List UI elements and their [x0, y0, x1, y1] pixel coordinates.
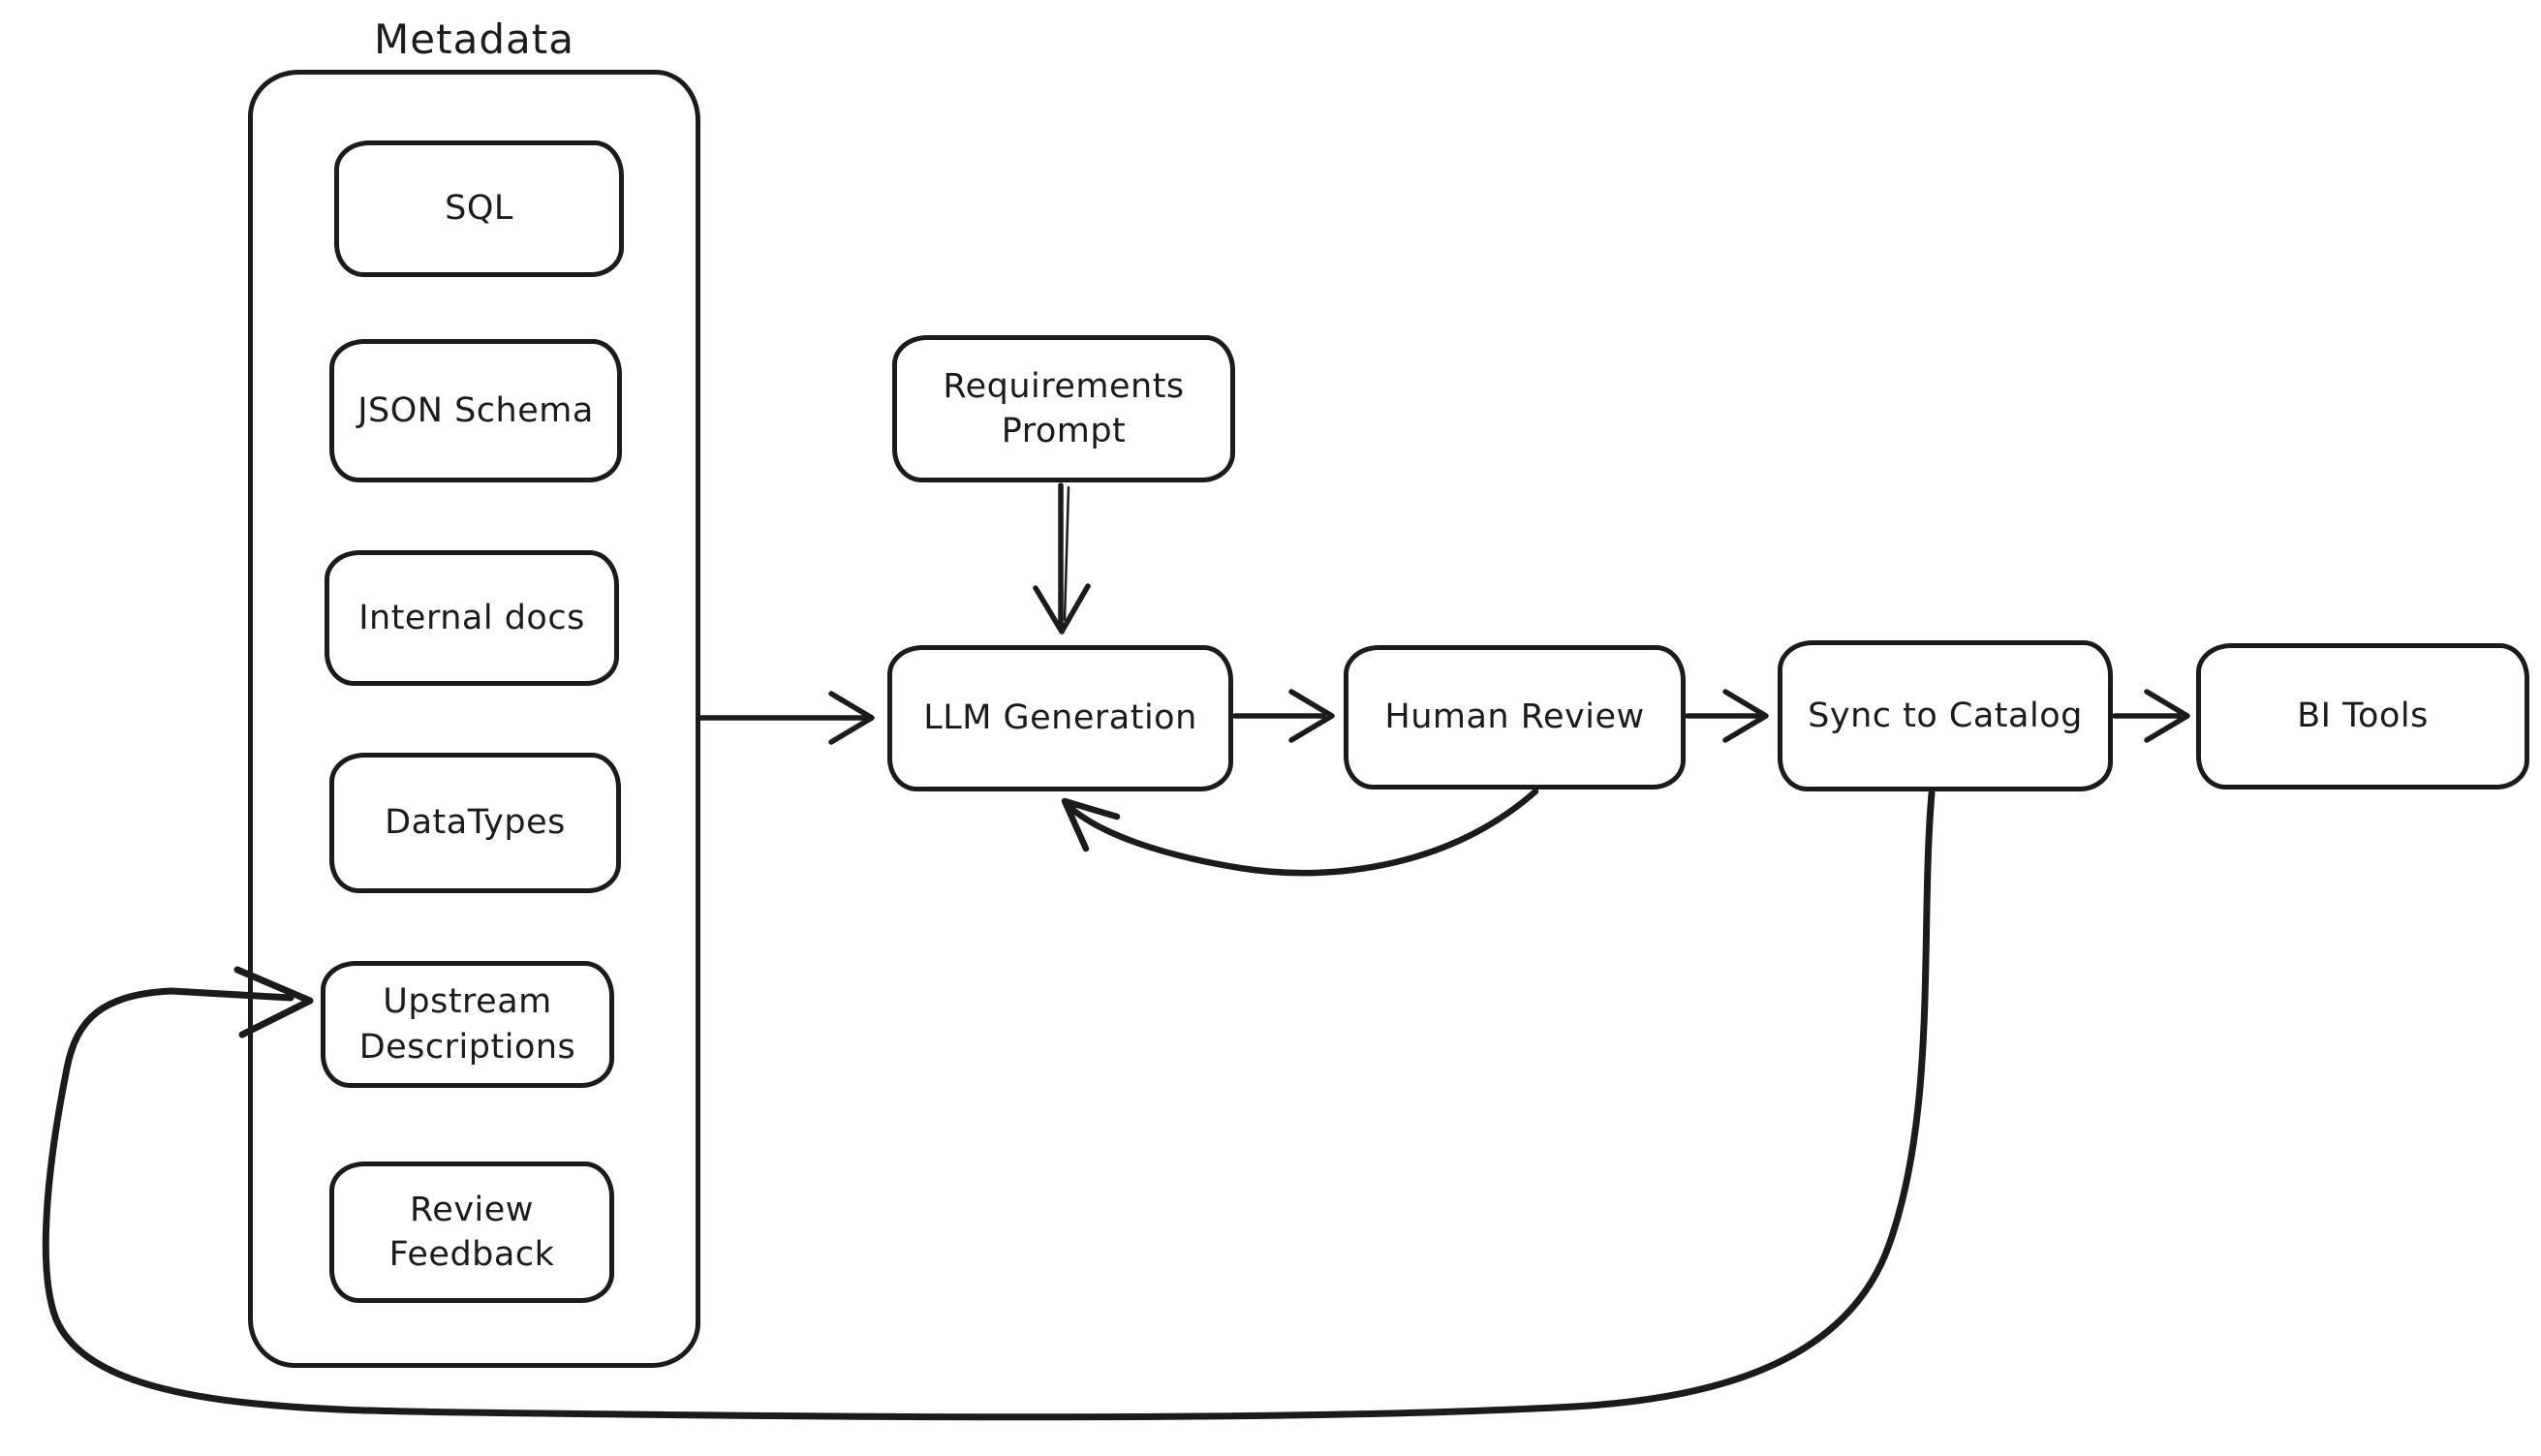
- node-llm-generation-label: LLM Generation: [923, 698, 1197, 738]
- node-upstream-descriptions: Upstream Descriptions: [321, 961, 614, 1088]
- arrow-requirements-to-llm: [1033, 482, 1091, 635]
- node-json-schema-label: JSON Schema: [357, 390, 594, 430]
- node-requirements-prompt: Requirements Prompt: [892, 335, 1235, 482]
- node-review-feedback-label: Review Feedback: [388, 1190, 555, 1274]
- node-llm-generation: LLM Generation: [887, 645, 1233, 791]
- node-sync-to-catalog: Sync to Catalog: [1778, 640, 2113, 791]
- node-review-feedback: Review Feedback: [329, 1162, 614, 1303]
- node-human-review-label: Human Review: [1384, 697, 1645, 737]
- arrow-llm-to-human-review: [1232, 689, 1335, 743]
- node-upstream-descriptions-label: Upstream Descriptions: [358, 982, 576, 1067]
- node-sync-to-catalog-label: Sync to Catalog: [1808, 696, 2083, 735]
- node-human-review: Human Review: [1344, 645, 1686, 790]
- node-internal-docs: Internal docs: [325, 550, 619, 686]
- node-datatypes: DataTypes: [329, 753, 621, 893]
- node-bi-tools-label: BI Tools: [2297, 697, 2429, 736]
- node-datatypes-label: DataTypes: [385, 803, 566, 843]
- node-internal-docs-label: Internal docs: [358, 598, 585, 637]
- arrow-human-review-feedback-to-llm: [1061, 788, 1539, 877]
- arrow-human-review-to-sync: [1685, 689, 1769, 743]
- node-sql-label: SQL: [445, 189, 513, 229]
- node-bi-tools: BI Tools: [2196, 643, 2529, 790]
- metadata-group-title: Metadata: [374, 15, 574, 63]
- node-requirements-prompt-label: Requirements Prompt: [943, 366, 1185, 450]
- node-json-schema: JSON Schema: [329, 339, 622, 482]
- arrow-metadata-to-llm: [697, 691, 875, 745]
- node-sql: SQL: [334, 140, 624, 277]
- arrow-sync-to-bi-tools: [2112, 689, 2190, 743]
